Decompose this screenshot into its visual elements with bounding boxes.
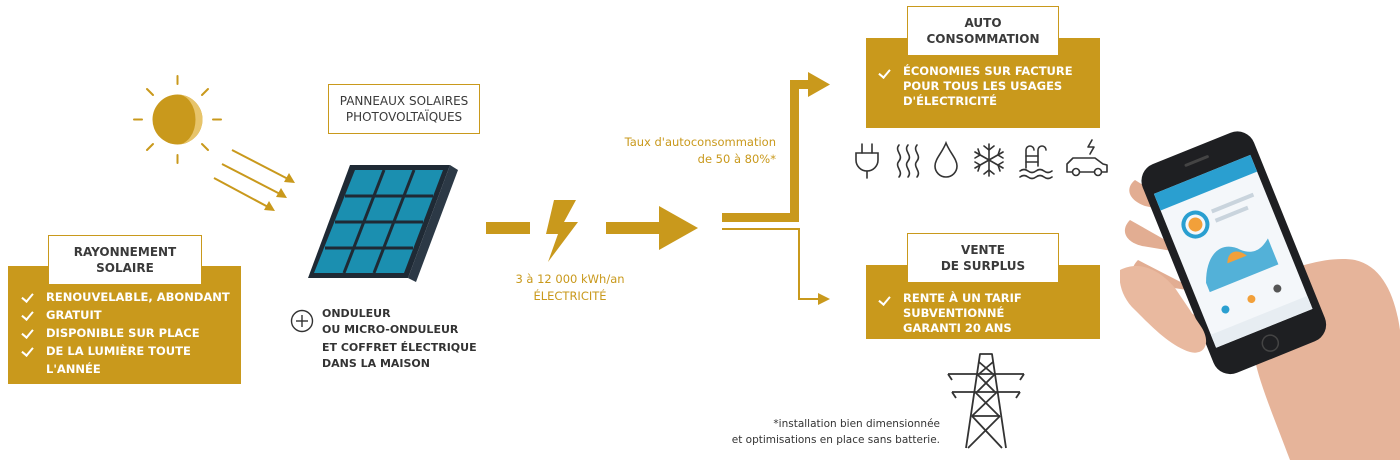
- check-icon: [22, 288, 36, 306]
- power-pylon-icon: [947, 353, 1025, 449]
- snowflake-icon: [974, 143, 1004, 177]
- water-drop-icon: [934, 141, 958, 178]
- heating-icon: [896, 144, 920, 178]
- check-icon: [22, 342, 36, 360]
- solar-panel-icon: [308, 165, 458, 282]
- flow-arrow-icon: [486, 200, 698, 262]
- list-item: RENTE À UN TARIF SUBVENTIONNÉ GARANTI 20…: [879, 291, 1100, 336]
- check-icon: [879, 291, 893, 309]
- list-item: DISPONIBLE SUR PLACE: [22, 324, 241, 342]
- surplus-title: VENTE DE SURPLUS: [907, 233, 1059, 283]
- plus-icon: [290, 309, 314, 333]
- radiation-benefits-panel: RENOUVELABLE, ABONDANT GRATUIT DISPONIBL…: [8, 266, 241, 384]
- self-consumption-rate: Taux d'autoconsommation de 50 à 80%*: [624, 135, 776, 166]
- list-item: RENOUVELABLE, ABONDANT: [22, 288, 241, 306]
- production-label: 3 à 12 000 kWh/an ÉLECTRICITÉ: [515, 272, 625, 303]
- footnote: *installation bien dimensionnée et optim…: [731, 418, 940, 446]
- split-arrows-icon: [722, 72, 830, 305]
- plug-icon: [855, 143, 879, 179]
- check-icon: [22, 324, 36, 342]
- list-item: ÉCONOMIES SUR FACTURE POUR TOUS LES USAG…: [879, 64, 1100, 109]
- radiation-title: RAYONNEMENT SOLAIRE: [48, 235, 202, 285]
- inverter-label: ONDULEUR OU MICRO-ONDULEUR: [322, 307, 459, 336]
- check-icon: [22, 306, 36, 324]
- pool-icon: [1019, 145, 1053, 180]
- list-item: GRATUIT: [22, 306, 241, 324]
- hand-holding-phone-image: [1120, 131, 1400, 460]
- sunbeam-arrows-icon: [213, 149, 295, 211]
- electric-car-icon: [1066, 139, 1108, 177]
- sun-icon: [133, 75, 222, 164]
- check-icon: [879, 64, 893, 82]
- electrical-box-label: ET COFFRET ÉLECTRIQUE DANS LA MAISON: [322, 341, 477, 370]
- panels-title: PANNEAUX SOLAIRES PHOTOVOLTAÏQUES: [328, 84, 480, 134]
- list-item: DE LA LUMIÈRE TOUTE L'ANNÉE: [22, 342, 241, 378]
- self-consumption-title: AUTO CONSOMMATION: [907, 6, 1059, 56]
